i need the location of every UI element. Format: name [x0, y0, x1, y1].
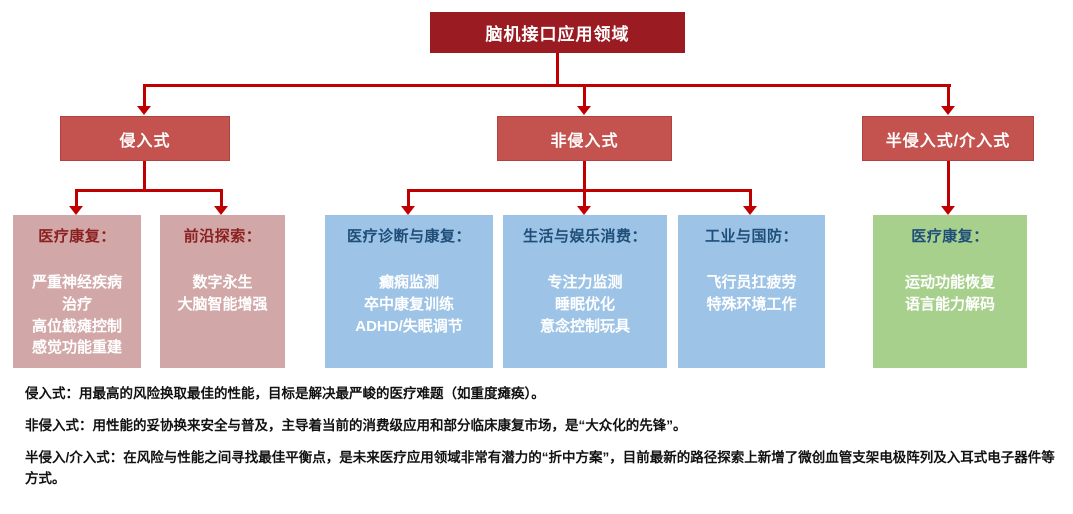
leaf-item: 严重神经疾病治疗 — [31, 274, 122, 313]
connector-invasive-stub — [143, 161, 146, 189]
branch-label: 非侵入式 — [550, 132, 619, 150]
leaf-item: 运动功能恢复 — [904, 274, 995, 291]
arrowhead-branch2 — [577, 106, 591, 115]
leaf-item: 特殊环境工作 — [706, 295, 797, 313]
leaf-node-medical-rehab-invasive: 医疗康复： 严重神经疾病治疗 高位截瘫控制 感觉功能重建 — [13, 215, 141, 368]
arrowhead-leaf-a — [69, 206, 83, 215]
leaf-items: 癫痫监测 卒中康复训练 ADHD/失眠调节 — [339, 272, 479, 337]
branch-node-invasive: 侵入式 — [60, 116, 230, 161]
note-invasive: 侵入式：用最高的风险换取最佳的性能，目标是解决最严峻的医疗难题（如重度瘫痪）。 — [25, 386, 545, 401]
branch-label: 侵入式 — [119, 132, 171, 150]
leaf-item: 癫痫监测 — [378, 274, 439, 291]
arrowhead-leaf-e — [743, 206, 757, 215]
leaf-item: 意念控制玩具 — [539, 317, 630, 335]
connector-leaf-b-stem — [220, 189, 223, 208]
connector-leaf-c-stem — [407, 189, 410, 208]
root-node-bci-applications: 脑机接口应用领域 — [430, 12, 685, 53]
root-node-label: 脑机接口应用领域 — [485, 25, 630, 44]
arrowhead-leaf-f — [941, 206, 955, 215]
connector-leaf-e-stem — [749, 189, 752, 208]
leaf-title: 医疗诊断与康复： — [346, 228, 471, 245]
connector-leaf-a-stem — [75, 189, 78, 208]
branch-label: 半侵入式/介入式 — [885, 132, 1011, 150]
leaf-node-frontier-exploration: 前沿探索： 数字永生 大脑智能增强 — [160, 215, 285, 368]
leaf-title: 医疗康复： — [911, 228, 989, 245]
arrowhead-branch3 — [941, 106, 955, 115]
connector-noninvasive-stub — [583, 161, 586, 189]
leaf-items: 专注力监测 睡眠优化 意念控制玩具 — [517, 272, 653, 337]
branch-node-semiinvasive: 半侵入式/介入式 — [862, 116, 1034, 161]
leaf-title: 工业与国防： — [704, 228, 798, 245]
leaf-items: 严重神经疾病治疗 高位截瘫控制 感觉功能重建 — [27, 272, 127, 359]
leaf-items: 运动功能恢复 语言能力解码 — [887, 272, 1013, 316]
connector-leaf-d-stem — [583, 189, 586, 208]
leaf-title: 前沿探索： — [183, 228, 262, 245]
leaf-node-medical-diagnosis-rehab: 医疗诊断与康复： 癫痫监测 卒中康复训练 ADHD/失眠调节 — [325, 215, 493, 368]
leaf-title: 生活与娱乐消费： — [522, 228, 647, 245]
leaf-item: ADHD/失眠调节 — [355, 317, 463, 335]
branch-node-noninvasive: 非侵入式 — [497, 116, 672, 161]
leaf-items: 飞行员扛疲劳 特殊环境工作 — [692, 272, 811, 316]
leaf-item: 高位截瘫控制 — [31, 317, 122, 335]
note-semiinvasive: 半侵入/介入式：在风险与性能之间寻找最佳平衡点，是未来医疗应用领域非常有潜力的“… — [25, 449, 1055, 486]
connector-invasive-rail — [76, 189, 222, 192]
arrowhead-leaf-d — [577, 206, 591, 215]
connector-branch-rail — [144, 84, 951, 87]
connector-branch3-stem — [947, 84, 950, 107]
leaf-item: 数字永生 — [192, 274, 253, 291]
leaf-item: 专注力监测 — [547, 274, 623, 291]
leaf-item: 卒中康复训练 — [363, 295, 454, 313]
leaf-title: 医疗康复： — [38, 228, 116, 245]
leaf-item: 睡眠优化 — [554, 295, 615, 313]
arrowhead-branch1 — [137, 106, 151, 115]
leaf-item: 大脑智能增强 — [177, 295, 268, 313]
leaf-item: 飞行员扛疲劳 — [706, 274, 797, 291]
arrowhead-leaf-c — [401, 206, 415, 215]
connector-branch2-stem — [583, 84, 586, 107]
connector-noninvasive-rail — [408, 189, 752, 192]
leaf-node-industry-defense: 工业与国防： 飞行员扛疲劳 特殊环境工作 — [678, 215, 825, 368]
leaf-node-life-entertainment: 生活与娱乐消费： 专注力监测 睡眠优化 意念控制玩具 — [503, 215, 667, 368]
arrowhead-leaf-b — [214, 206, 228, 215]
leaf-item: 语言能力解码 — [904, 295, 995, 313]
footnotes: 侵入式：用最高的风险换取最佳的性能，目标是解决最严峻的医疗难题（如重度瘫痪）。 … — [25, 384, 1055, 501]
connector-root-stub — [556, 53, 559, 84]
connector-semiinvasive-stem — [947, 161, 950, 207]
leaf-items: 数字永生 大脑智能增强 — [174, 272, 271, 316]
leaf-node-medical-rehab-semiinvasive: 医疗康复： 运动功能恢复 语言能力解码 — [873, 215, 1027, 368]
note-noninvasive: 非侵入式：用性能的妥协换来安全与普及，主导着当前的消费级应用和部分临床康复市场，… — [25, 417, 687, 433]
connector-branch1-stem — [143, 84, 146, 107]
leaf-item: 感觉功能重建 — [31, 339, 122, 357]
